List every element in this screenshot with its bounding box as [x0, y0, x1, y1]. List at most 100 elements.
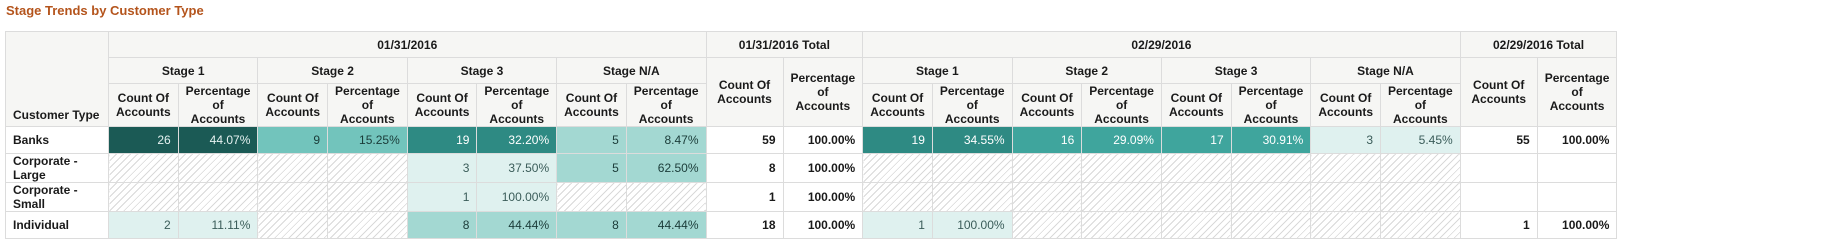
empty-cell [177, 153, 259, 183]
count-cell: 19 [406, 126, 478, 154]
empty-cell [1380, 153, 1461, 183]
count-cell: 2 [108, 211, 179, 239]
count-cell: 8 [406, 211, 478, 239]
count-cell: 1 [406, 182, 478, 212]
count-cell: 3 [1310, 126, 1381, 154]
count-cell: 5 [556, 126, 627, 154]
total-count-cell: 18 [705, 211, 784, 239]
empty-cell [1011, 153, 1083, 183]
empty-cell [1160, 211, 1232, 239]
total-percentage-cell: 100.00% [782, 182, 864, 212]
percentage-cell: 100.00% [931, 211, 1013, 239]
stage-header: Stage 1 [862, 57, 1013, 84]
stage-header: Stage 2 [257, 57, 408, 84]
empty-cell [556, 182, 627, 212]
empty-cell [862, 153, 933, 183]
total-count-of-accounts-header: Count Of Accounts [1459, 57, 1538, 127]
empty-cell [257, 182, 329, 212]
empty-cell [1081, 211, 1162, 239]
percentage-of-accounts-header: Percentage of Accounts [931, 83, 1013, 127]
percentage-of-accounts-header: Percentage of Accounts [327, 83, 408, 127]
empty-cell [327, 182, 408, 212]
empty-cell [257, 153, 329, 183]
customer-type-label: Corporate - Large [5, 153, 109, 183]
count-of-accounts-header: Count Of Accounts [1310, 83, 1381, 127]
stage-header: Stage 3 [1160, 57, 1312, 84]
total-percentage-cell: 100.00% [1536, 126, 1618, 154]
empty-cell [257, 211, 329, 239]
total-count-of-accounts-header: Count Of Accounts [705, 57, 784, 127]
percentage-cell: 100.00% [476, 182, 558, 212]
percentage-of-accounts-header: Percentage of Accounts [476, 83, 558, 127]
total-count-cell: 8 [705, 153, 784, 183]
percentage-of-accounts-header: Percentage of Accounts [1380, 83, 1461, 127]
stage-header: Stage N/A [556, 57, 707, 84]
customer-type-label: Corporate - Small [5, 182, 109, 212]
total-count-cell [1459, 153, 1538, 183]
row-header-label: Customer Type [5, 31, 109, 127]
total-percentage-of-accounts-header: Percentage of Accounts [782, 57, 864, 127]
count-of-accounts-header: Count Of Accounts [108, 83, 179, 127]
total-percentage-of-accounts-header: Percentage of Accounts [1536, 57, 1618, 127]
percentage-cell: 29.09% [1081, 126, 1162, 154]
empty-cell [108, 153, 179, 183]
percentage-cell: 11.11% [177, 211, 259, 239]
count-cell: 5 [556, 153, 627, 183]
count-cell: 9 [257, 126, 329, 154]
date-total-header: 01/31/2016 Total [705, 31, 864, 58]
percentage-cell: 32.20% [476, 126, 558, 154]
empty-cell [1380, 182, 1461, 212]
percentage-cell: 34.55% [931, 126, 1013, 154]
percentage-cell: 62.50% [625, 153, 707, 183]
date-header: 01/31/2016 [108, 31, 707, 58]
total-percentage-cell [1536, 153, 1618, 183]
count-cell: 16 [1011, 126, 1083, 154]
count-cell: 1 [862, 211, 933, 239]
empty-cell [931, 182, 1013, 212]
percentage-cell: 15.25% [327, 126, 408, 154]
empty-cell [1081, 153, 1162, 183]
empty-cell [1160, 182, 1232, 212]
count-of-accounts-header: Count Of Accounts [1011, 83, 1083, 127]
empty-cell [1230, 182, 1312, 212]
percentage-of-accounts-header: Percentage of Accounts [1081, 83, 1162, 127]
empty-cell [625, 182, 707, 212]
count-of-accounts-header: Count Of Accounts [862, 83, 933, 127]
date-total-header: 02/29/2016 Total [1459, 31, 1618, 58]
empty-cell [1310, 153, 1381, 183]
count-of-accounts-header: Count Of Accounts [1160, 83, 1232, 127]
total-count-cell: 55 [1459, 126, 1538, 154]
total-count-cell: 1 [1459, 211, 1538, 239]
percentage-cell: 37.50% [476, 153, 558, 183]
empty-cell [931, 153, 1013, 183]
percentage-cell: 44.44% [476, 211, 558, 239]
percentage-of-accounts-header: Percentage of Accounts [625, 83, 707, 127]
count-of-accounts-header: Count Of Accounts [406, 83, 478, 127]
count-cell: 8 [556, 211, 627, 239]
count-cell: 17 [1160, 126, 1232, 154]
customer-type-label: Individual [5, 211, 109, 239]
count-cell: 26 [108, 126, 179, 154]
percentage-cell: 30.91% [1230, 126, 1312, 154]
customer-type-label: Banks [5, 126, 109, 154]
total-percentage-cell [1536, 182, 1618, 212]
total-percentage-cell: 100.00% [782, 153, 864, 183]
total-percentage-cell: 100.00% [1536, 211, 1618, 239]
empty-cell [1230, 153, 1312, 183]
empty-cell [1160, 153, 1232, 183]
count-cell: 19 [862, 126, 933, 154]
stage-header: Stage 3 [406, 57, 558, 84]
total-percentage-cell: 100.00% [782, 126, 864, 154]
percentage-cell: 44.07% [177, 126, 259, 154]
report-title: Stage Trends by Customer Type [6, 3, 204, 18]
date-header: 02/29/2016 [862, 31, 1461, 58]
empty-cell [862, 182, 933, 212]
empty-cell [108, 182, 179, 212]
empty-cell [1380, 211, 1461, 239]
empty-cell [177, 182, 259, 212]
percentage-cell: 44.44% [625, 211, 707, 239]
